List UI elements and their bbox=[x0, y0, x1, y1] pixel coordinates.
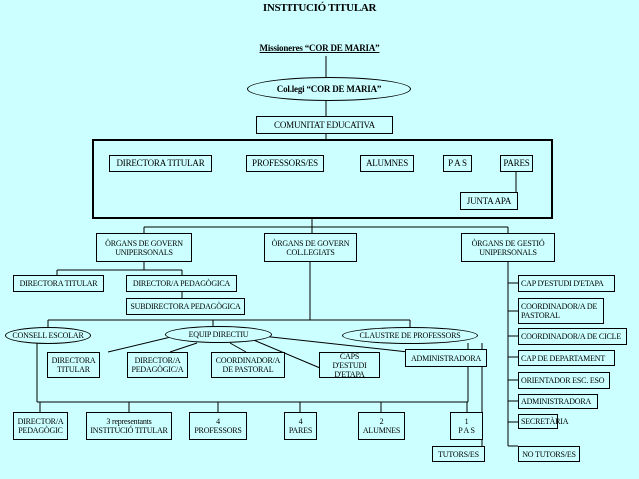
member-pas: P A S bbox=[443, 155, 472, 172]
claustre-ellipse: CLAUSTRE DE PROFESSORS bbox=[342, 327, 478, 344]
gestio-item: ORIENTADOR ESC. ESO bbox=[518, 372, 610, 389]
consell-professors: 4 PROFESSORS bbox=[189, 412, 247, 440]
equip-directora-titular: DIRECTORA TITULAR bbox=[47, 352, 100, 378]
member-directora-titular: DIRECTORA TITULAR bbox=[109, 155, 212, 172]
organs-govern-collegiats: ÒRGANS DE GOVERN COL.LEGIATS bbox=[264, 233, 357, 262]
consell-institucio: 3 representants INSTITUCIÓ TITULAR bbox=[86, 412, 172, 440]
consell-pares: 4 PARES bbox=[284, 412, 317, 440]
unip-directora-pedagogica: DIRECTOR/A PEDAGÒGICA bbox=[126, 275, 237, 292]
no-tutors-box: NO TUTORS/ES bbox=[518, 446, 580, 462]
equip-directora-pedagogica: DIRECTOR/A PEDAGÒGIC/A bbox=[127, 352, 188, 378]
consell-alumnes: 2 ALUMNES bbox=[358, 412, 405, 440]
organs-govern-unipersonals: ÒRGANS DE GOVERN UNIPERSONALS bbox=[96, 233, 192, 262]
page-title: INSTITUCIÓ TITULAR bbox=[262, 2, 377, 14]
gestio-item: COORDINADOR/A DE CICLE bbox=[518, 328, 627, 345]
junta-apa-box: JUNTA APA bbox=[460, 192, 518, 210]
equip-coord-pastoral: COORDINADOR/A DE PASTORAL bbox=[211, 352, 285, 378]
member-alumnes: ALUMNES bbox=[360, 155, 414, 172]
tutors-box: TUTORS/ES bbox=[432, 446, 485, 462]
member-professors: PROFESSORS/ES bbox=[246, 155, 324, 172]
equip-directiu-ellipse: EQUIP DIRECTIU bbox=[165, 326, 272, 343]
consell-pas: 1 P A S bbox=[450, 412, 483, 440]
equip-caps-estudi: CAPS D'ESTUDI D'ETAPA bbox=[319, 352, 380, 379]
gestio-item: ADMINISTRADORA bbox=[518, 394, 598, 409]
unip-directora-titular: DIRECTORA TITULAR bbox=[13, 275, 104, 292]
collegi-ellipse: Col.legi “COR DE MARIA” bbox=[247, 77, 411, 101]
comunitat-frame bbox=[92, 139, 553, 219]
consell-escolar-ellipse: CONSELL ESCOLAR bbox=[5, 327, 91, 344]
gestio-item: CAP DE DEPARTAMENT bbox=[518, 350, 615, 366]
missioneres-label: Missioneres “COR DE MARIA” bbox=[259, 43, 380, 53]
gestio-item: COORDINADOR/A DE PASTORAL bbox=[518, 298, 604, 324]
comunitat-box: COMUNITAT EDUCATIVA bbox=[256, 116, 393, 134]
organs-gestio-unipersonals: ÒRGANS DE GESTIÓ UNIPERSONALS bbox=[461, 233, 555, 262]
unip-subdirectora: SUBDIRECTORA PEDAGÒGICA bbox=[126, 298, 245, 315]
consell-director-pedagogic: DIRECTOR/A PEDAGÒGIC bbox=[13, 412, 68, 440]
member-pares: PARES bbox=[500, 155, 533, 172]
gestio-item: CAP D'ESTUDI D'ETAPA bbox=[518, 275, 615, 292]
equip-administradora: ADMINISTRADORA bbox=[405, 349, 487, 367]
gestio-item: SECRETÀRIA bbox=[518, 414, 569, 429]
